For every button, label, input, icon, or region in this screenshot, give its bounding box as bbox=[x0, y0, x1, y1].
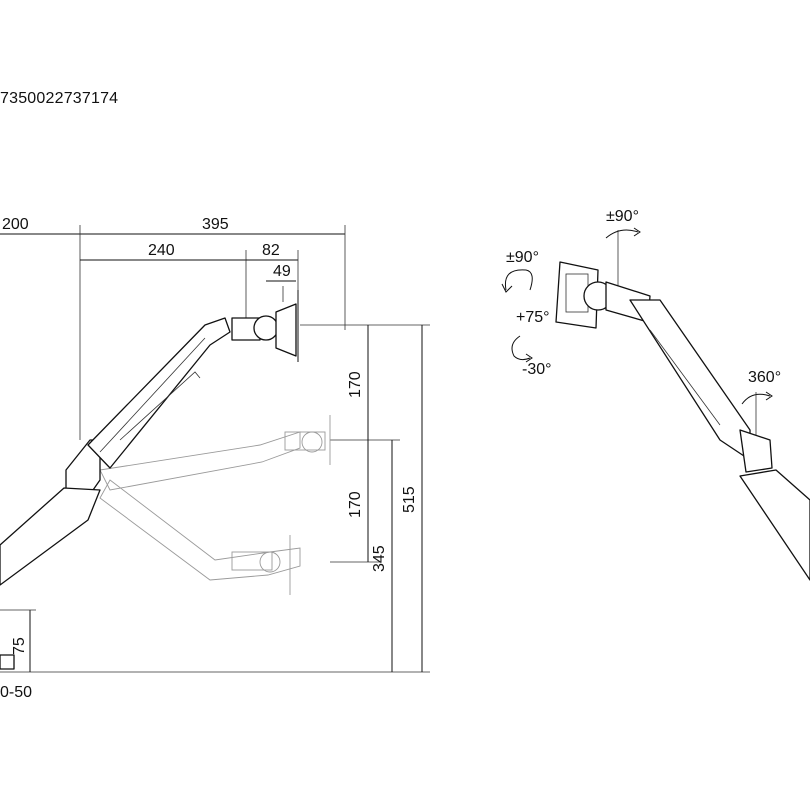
product-code: 7350022737174 bbox=[0, 90, 119, 107]
rot-vesa-plate bbox=[555, 261, 599, 329]
rot-top-label: ±90° bbox=[606, 208, 639, 225]
swivel-arrow-icon bbox=[741, 393, 771, 405]
rotate-left-arrow-icon bbox=[504, 269, 533, 291]
swivel-label: 360° bbox=[748, 369, 781, 386]
side-view: 200 395 240 82 49 170 170 345 515 bbox=[0, 216, 430, 701]
rot-pole-joint bbox=[739, 429, 773, 473]
tilt-up-label: +75° bbox=[516, 309, 550, 326]
pivot-ball bbox=[253, 315, 279, 341]
dim-345: 345 bbox=[371, 545, 388, 572]
rot-lower-arm bbox=[739, 469, 810, 581]
clamp-range: 0-50 bbox=[0, 684, 32, 701]
vesa-bracket bbox=[275, 303, 297, 357]
rotate-top-arrow-icon bbox=[605, 229, 639, 239]
dim-200: 200 bbox=[2, 216, 29, 233]
dim-49: 49 bbox=[273, 263, 291, 280]
ghost-arm-positions bbox=[99, 415, 331, 595]
tilt-down-label: -30° bbox=[522, 361, 552, 378]
clamp-foot bbox=[0, 654, 15, 670]
dim-170-bottom: 170 bbox=[347, 491, 364, 518]
tilt-arrow-icon bbox=[511, 335, 531, 361]
dim-75: 75 bbox=[11, 637, 28, 655]
rotation-view: ±90° ±90° +75° -30° 360° bbox=[501, 208, 810, 581]
lower-arm bbox=[0, 487, 101, 586]
dim-395: 395 bbox=[202, 216, 229, 233]
dim-82: 82 bbox=[262, 242, 280, 259]
dim-240: 240 bbox=[148, 242, 175, 259]
dim-170-top: 170 bbox=[347, 371, 364, 398]
dim-515: 515 bbox=[401, 486, 418, 513]
gas-arm bbox=[87, 317, 231, 469]
rot-left-label: ±90° bbox=[506, 249, 539, 266]
rot-gas-arm bbox=[629, 299, 751, 461]
